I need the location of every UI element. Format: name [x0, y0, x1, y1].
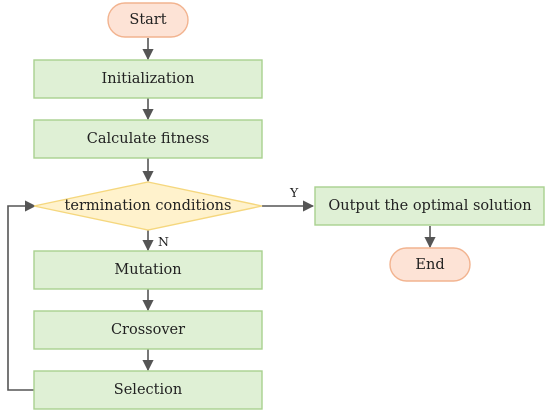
output-process-shape	[314, 186, 545, 226]
calculate-fitness-process-shape	[33, 119, 263, 159]
node-start: Start	[107, 2, 189, 38]
edges: Y N	[7, 38, 436, 391]
mutation-process-shape	[33, 250, 263, 290]
initialization-label: Initialization	[102, 71, 195, 87]
node-output-optimal-solution: Output the optimal solution	[314, 186, 545, 226]
start-label: Start	[129, 12, 166, 28]
termination-decision-shape	[33, 181, 263, 231]
crossover-label: Crossover	[111, 322, 185, 338]
node-mutation: Mutation	[33, 250, 263, 290]
initialization-process-shape	[33, 59, 263, 99]
node-end: End	[389, 247, 471, 282]
mutation-label: Mutation	[114, 262, 181, 278]
node-initialization: Initialization	[33, 59, 263, 99]
selection-process-shape	[33, 370, 263, 410]
node-crossover: Crossover	[33, 310, 263, 350]
edge-selection-termination-loop	[7, 200, 37, 391]
selection-label: Selection	[114, 382, 182, 398]
edge-label-yes: Y	[289, 185, 299, 200]
node-selection: Selection	[33, 370, 263, 410]
output-optimal-solution-label: Output the optimal solution	[328, 198, 531, 214]
node-termination-conditions: termination conditions	[33, 181, 263, 231]
start-terminal-shape	[107, 2, 189, 38]
nodes: Start Initialization Calculate fitness t…	[33, 2, 545, 410]
edge-label-no: N	[158, 234, 169, 249]
crossover-process-shape	[33, 310, 263, 350]
termination-conditions-label: termination conditions	[65, 198, 232, 214]
end-terminal-shape	[389, 247, 471, 282]
calculate-fitness-label: Calculate fitness	[87, 131, 209, 147]
node-calculate-fitness: Calculate fitness	[33, 119, 263, 159]
end-label: End	[415, 257, 444, 273]
